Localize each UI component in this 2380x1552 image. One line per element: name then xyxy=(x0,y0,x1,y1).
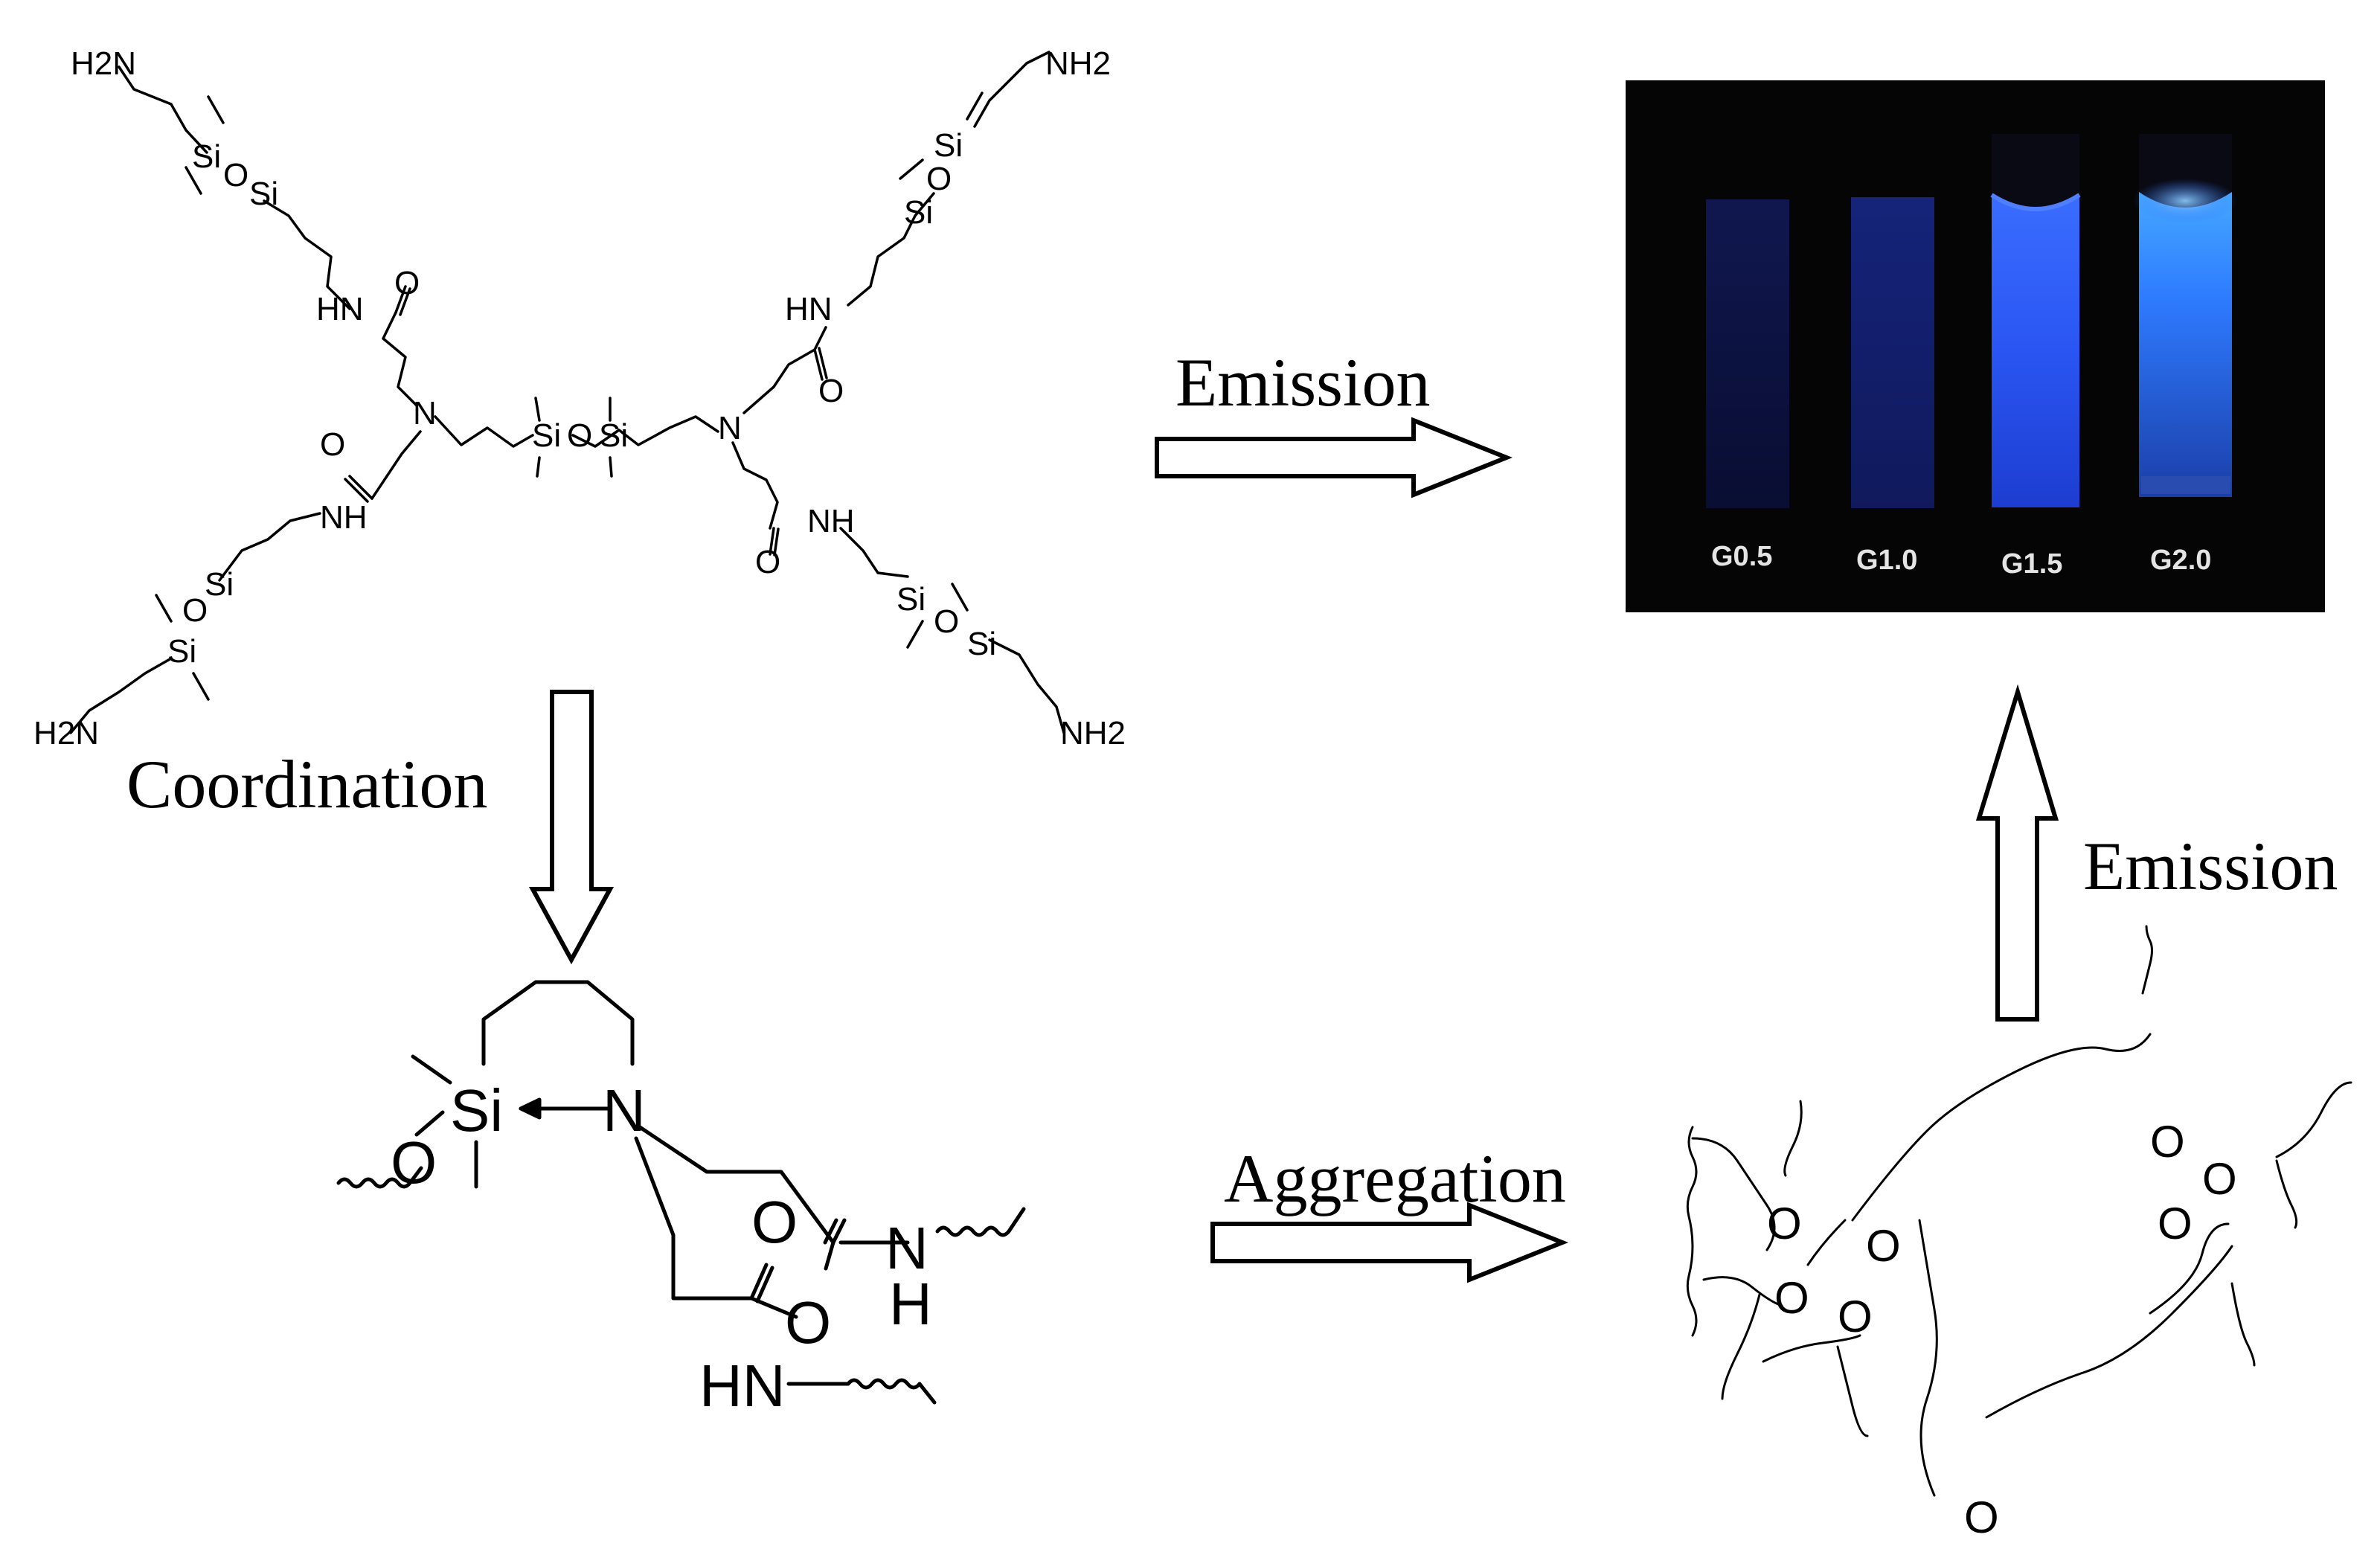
coordination-label: Coordination xyxy=(126,746,488,822)
amide-nh: HN xyxy=(785,291,833,327)
carbonyl-oxygen: O xyxy=(1838,1292,1873,1341)
amide-nh: NH xyxy=(320,499,368,536)
aggregation-label: Aggregation xyxy=(1224,1141,1566,1216)
carbonyl-oxygen: O xyxy=(818,373,844,409)
carbonyl-oxygen: O xyxy=(1866,1221,1901,1271)
silicon-atom: Si xyxy=(532,417,561,454)
silicon-atom: Si xyxy=(205,566,234,603)
vial-g0-5 xyxy=(1706,199,1789,508)
amine-group: NH2 xyxy=(1060,715,1126,751)
oxygen-atom: O xyxy=(223,157,248,193)
amide-nitrogen: N xyxy=(885,1215,928,1281)
carbonyl-oxygen: O xyxy=(2150,1117,2185,1167)
coordination-arrow-down xyxy=(528,690,615,965)
carbonyl-oxygen: O xyxy=(751,1189,798,1255)
emission-arrow-up xyxy=(1975,684,2059,1022)
coordination-structure: Si N O O O N H HN xyxy=(336,980,1026,1419)
emission-arrow-right xyxy=(1155,417,1513,498)
silicon-atom: Si xyxy=(249,176,278,212)
amine-group: H2N xyxy=(33,715,99,751)
carbonyl-oxygen: O xyxy=(1774,1273,1809,1323)
carbonyl-oxygen: O xyxy=(785,1289,831,1356)
vial-g1-5 xyxy=(1992,195,2079,507)
oxygen-atom: O xyxy=(182,592,208,629)
carbonyl-oxygen: O xyxy=(394,265,420,301)
emission-label-right: Emission xyxy=(2083,828,2338,904)
vial-label: G2.0 xyxy=(2150,545,2211,576)
vial-label: G0.5 xyxy=(1711,541,1772,572)
aggregation-arrow-right xyxy=(1210,1202,1569,1283)
carbonyl-oxygen: O xyxy=(2158,1199,2193,1248)
amide-nh: NH xyxy=(807,503,855,539)
carbonyl-oxygen: O xyxy=(1767,1199,1802,1248)
carbonyl-oxygen: O xyxy=(1964,1492,1999,1542)
silicon-atom: Si xyxy=(167,633,196,670)
amide-hydrogen: H xyxy=(889,1271,932,1337)
emission-label-top: Emission xyxy=(1175,344,1430,420)
nitrogen-atom: N xyxy=(413,395,437,432)
carbonyl-oxygen: O xyxy=(755,544,780,580)
silicon-atom: Si xyxy=(934,127,963,164)
oxygen-atom: O xyxy=(926,161,952,197)
silicon-atom: Si xyxy=(599,417,628,454)
vial-label: G1.5 xyxy=(2001,548,2062,580)
vial-g2-0 xyxy=(2139,192,2232,497)
silicon-atom: Si xyxy=(904,194,933,231)
oxygen-atom: O xyxy=(567,417,592,454)
aggregate-structure: O O O O O O O O xyxy=(1686,925,2352,1542)
nitrogen-atom: N xyxy=(603,1077,646,1144)
silicon-atom: Si xyxy=(967,626,996,662)
dendrimer-structure: H2N NH2 H2N NH2 Si Si Si Si Si Si Si Si … xyxy=(33,45,1126,751)
oxygen-atom: O xyxy=(934,603,959,640)
vial-g1-0 xyxy=(1851,197,1934,508)
silicon-atom: Si xyxy=(450,1077,503,1144)
oxygen-atom: O xyxy=(391,1129,437,1196)
amine-group: NH2 xyxy=(1045,45,1111,82)
amine-group: H2N xyxy=(71,45,136,82)
silicon-atom: Si xyxy=(896,581,926,618)
amide-nh: HN xyxy=(699,1353,786,1419)
fluorescence-photo: G0.5 G1.0 G1.5 G2.0 xyxy=(1626,80,2325,612)
carbonyl-oxygen: O xyxy=(320,426,345,463)
nitrogen-atom: N xyxy=(718,410,742,446)
vial-label: G1.0 xyxy=(1856,545,1917,576)
amide-nh: HN xyxy=(316,291,364,327)
silicon-atom: Si xyxy=(192,138,221,175)
carbonyl-oxygen: O xyxy=(2202,1154,2237,1204)
